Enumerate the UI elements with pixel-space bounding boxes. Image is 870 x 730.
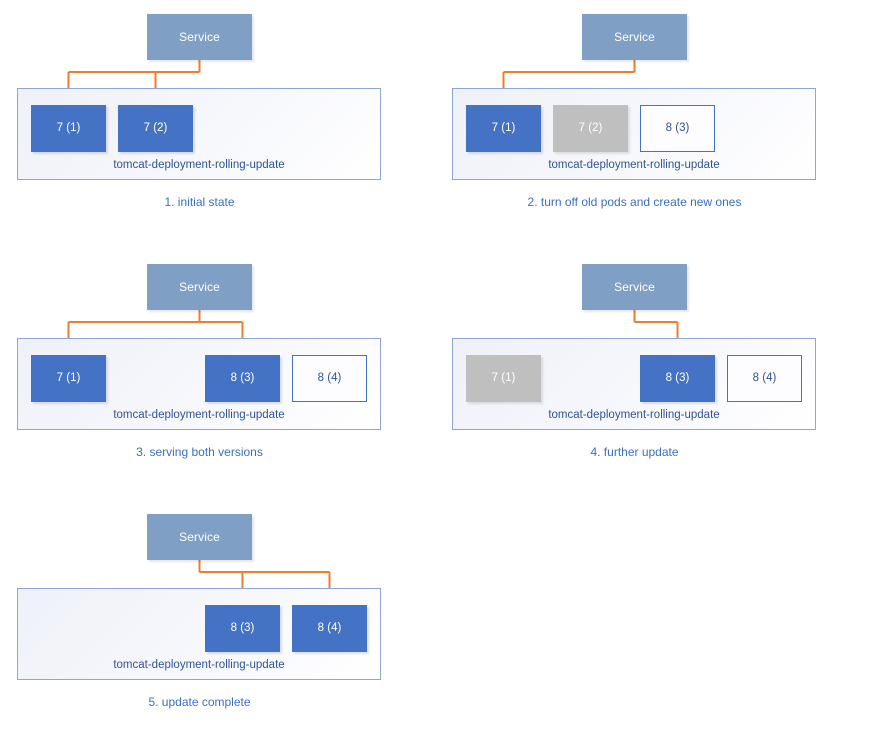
- service-box[interactable]: Service: [147, 14, 252, 60]
- pod-8-3[interactable]: 8 (3): [205, 605, 280, 652]
- stage-caption: 1. initial state: [164, 195, 235, 209]
- pod-label: 7 (1): [56, 121, 81, 134]
- deployment-name: tomcat-deployment-rolling-update: [113, 408, 285, 421]
- pod-8-3[interactable]: 8 (3): [205, 355, 280, 402]
- pod-8-3[interactable]: 8 (3): [640, 105, 715, 152]
- pod-label: 8 (4): [317, 371, 342, 384]
- pod-7-1[interactable]: 7 (1): [31, 355, 106, 402]
- pod-label: 8 (3): [230, 621, 255, 634]
- deployment-name: tomcat-deployment-rolling-update: [548, 158, 720, 171]
- pod-label: 8 (3): [665, 121, 690, 134]
- pod-8-4[interactable]: 8 (4): [292, 605, 367, 652]
- deployment-box[interactable]: tomcat-deployment-rolling-update: [17, 588, 381, 680]
- pod-label: 8 (4): [752, 371, 777, 384]
- pod-label: 8 (3): [665, 371, 690, 384]
- stage-2-turn-off-old-pods: Service tomcat-deployment-rolling-update…: [435, 0, 870, 230]
- service-label: Service: [179, 280, 220, 294]
- service-label: Service: [179, 530, 220, 544]
- deployment-name: tomcat-deployment-rolling-update: [548, 408, 720, 421]
- stage-caption: 2. turn off old pods and create new ones: [527, 195, 742, 209]
- pod-7-2[interactable]: 7 (2): [553, 105, 628, 152]
- pod-label: 7 (1): [491, 371, 516, 384]
- service-label: Service: [614, 280, 655, 294]
- pod-label: 8 (4): [317, 621, 342, 634]
- pod-label: 7 (1): [491, 121, 516, 134]
- pod-label: 7 (1): [56, 371, 81, 384]
- pod-label: 7 (2): [143, 121, 168, 134]
- pod-label: 8 (3): [230, 371, 255, 384]
- pod-8-3[interactable]: 8 (3): [640, 355, 715, 402]
- pod-8-4[interactable]: 8 (4): [292, 355, 367, 402]
- stage-4-further-update: Service tomcat-deployment-rolling-update…: [435, 250, 870, 480]
- service-box[interactable]: Service: [147, 264, 252, 310]
- stage-5-update-complete: Service tomcat-deployment-rolling-update…: [0, 500, 435, 730]
- service-label: Service: [179, 30, 220, 44]
- service-box[interactable]: Service: [582, 14, 687, 60]
- pod-7-1[interactable]: 7 (1): [31, 105, 106, 152]
- stage-3-serving-both-versions: Service tomcat-deployment-rolling-update…: [0, 250, 435, 480]
- deployment-name: tomcat-deployment-rolling-update: [113, 658, 285, 671]
- deployment-name: tomcat-deployment-rolling-update: [113, 158, 285, 171]
- stage-caption: 4. further update: [590, 445, 679, 459]
- pod-7-2[interactable]: 7 (2): [118, 105, 193, 152]
- stage-1-initial-state: Service tomcat-deployment-rolling-update…: [0, 0, 435, 230]
- service-box[interactable]: Service: [147, 514, 252, 560]
- pod-label: 7 (2): [578, 121, 603, 134]
- service-label: Service: [614, 30, 655, 44]
- pod-7-1[interactable]: 7 (1): [466, 355, 541, 402]
- pod-7-1[interactable]: 7 (1): [466, 105, 541, 152]
- service-box[interactable]: Service: [582, 264, 687, 310]
- stage-caption: 5. update complete: [148, 695, 251, 709]
- pod-8-4[interactable]: 8 (4): [727, 355, 802, 402]
- stage-caption: 3. serving both versions: [136, 445, 263, 459]
